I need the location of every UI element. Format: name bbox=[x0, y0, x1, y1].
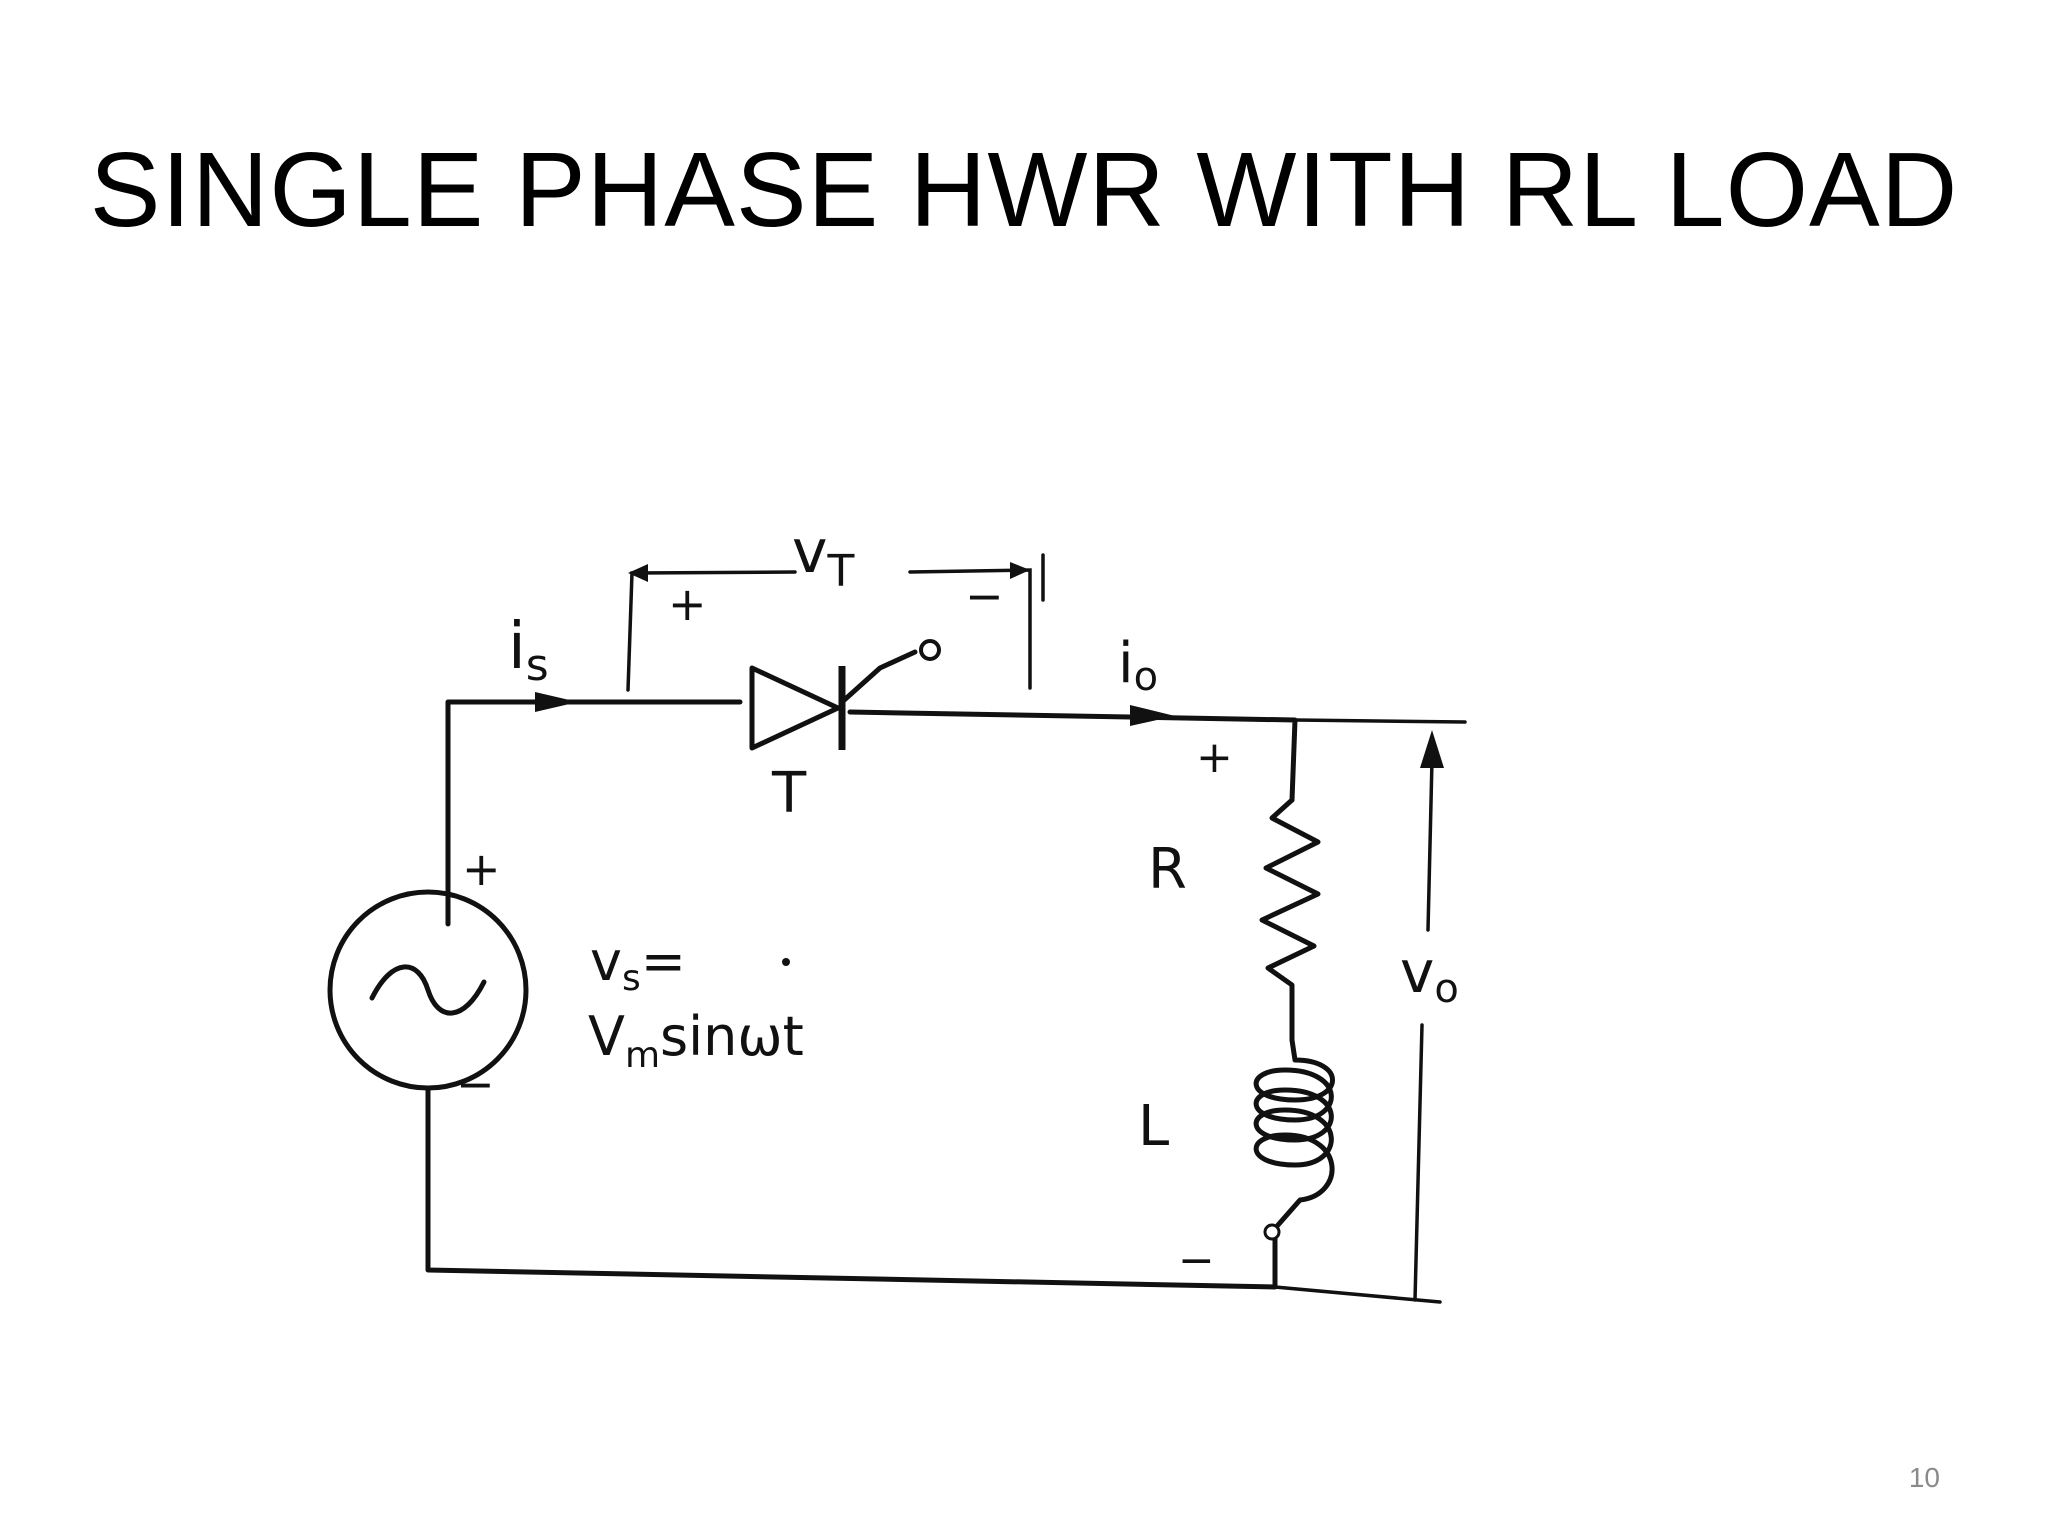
page-number: 10 bbox=[1908, 1462, 1940, 1493]
resistor-symbol bbox=[1259, 797, 1321, 1043]
load-minus-label: − bbox=[1178, 1235, 1215, 1286]
thyristor-voltage-label: vT bbox=[792, 517, 855, 597]
wire-bottom bbox=[425, 1087, 1278, 1290]
source-current-arrow bbox=[535, 692, 578, 712]
wire-top-left bbox=[445, 699, 743, 927]
thyristor-voltage-bracket bbox=[626, 553, 1045, 692]
source-current-label: is bbox=[508, 610, 549, 691]
equation-dot bbox=[782, 958, 790, 966]
thyristor-label: T bbox=[771, 761, 807, 826]
output-current-label: io bbox=[1118, 631, 1158, 700]
output-voltage-label: vo bbox=[1400, 938, 1459, 1012]
source-equation-line1: vs= bbox=[590, 930, 686, 999]
wire-output-bottom bbox=[1273, 1285, 1442, 1304]
source-equation-line2: Vmsinωt bbox=[588, 1005, 804, 1076]
thyristor-minus-label: − bbox=[965, 569, 1004, 623]
slide-title: SINGLE PHASE HWR WITH RL LOAD bbox=[89, 131, 1959, 249]
resistor-label: R bbox=[1148, 837, 1187, 902]
output-voltage-arrow bbox=[1413, 730, 1444, 1302]
thyristor-plus-label: + bbox=[668, 577, 707, 631]
ac-source-symbol bbox=[327, 889, 529, 1091]
source-minus-label: − bbox=[456, 1057, 495, 1111]
thyristor-symbol bbox=[749, 639, 941, 751]
output-current-arrow bbox=[1130, 705, 1175, 726]
inductor-symbol bbox=[1253, 1037, 1335, 1241]
load-plus-label: + bbox=[1196, 732, 1233, 783]
wire-output-top bbox=[1293, 718, 1467, 724]
inductor-label: L bbox=[1138, 1094, 1169, 1159]
source-plus-label: + bbox=[462, 842, 501, 896]
